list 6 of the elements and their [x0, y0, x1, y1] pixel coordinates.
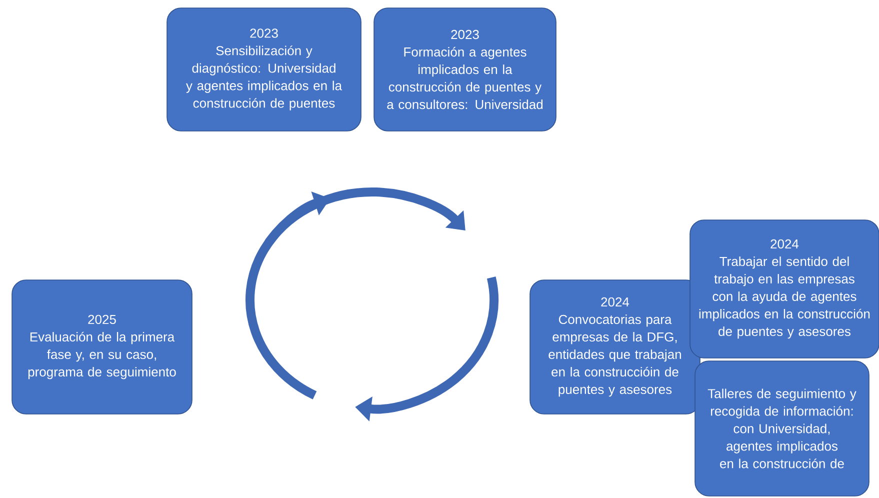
step-box: 2024 Convocatorias para empresas de la DFG, entidades que trabajan en la construccióin de puentes y asesores: [530, 280, 700, 414]
step-box: Talleres de seguimiento y recogida de información: con Universidad, agentes implicados en la construcción de: [694, 360, 870, 496]
step-box: 2023 Sensibilización y diagnóstico: Universidad y agentes implicados en la construcción de puentes: [166, 8, 362, 132]
step-box: 2024 Trabajar el sentido del trabajo en las empresas con la ayuda de agentes implicados en la construcción de puentes y asesores: [690, 220, 879, 358]
step-box: 2023 Formación a agentes implicados en la construcción de puentes y a consultores: Universidad: [374, 8, 556, 132]
step-box: 2025 Evaluación de la primera fase y, en su caso, programa de seguimiento: [12, 280, 192, 414]
